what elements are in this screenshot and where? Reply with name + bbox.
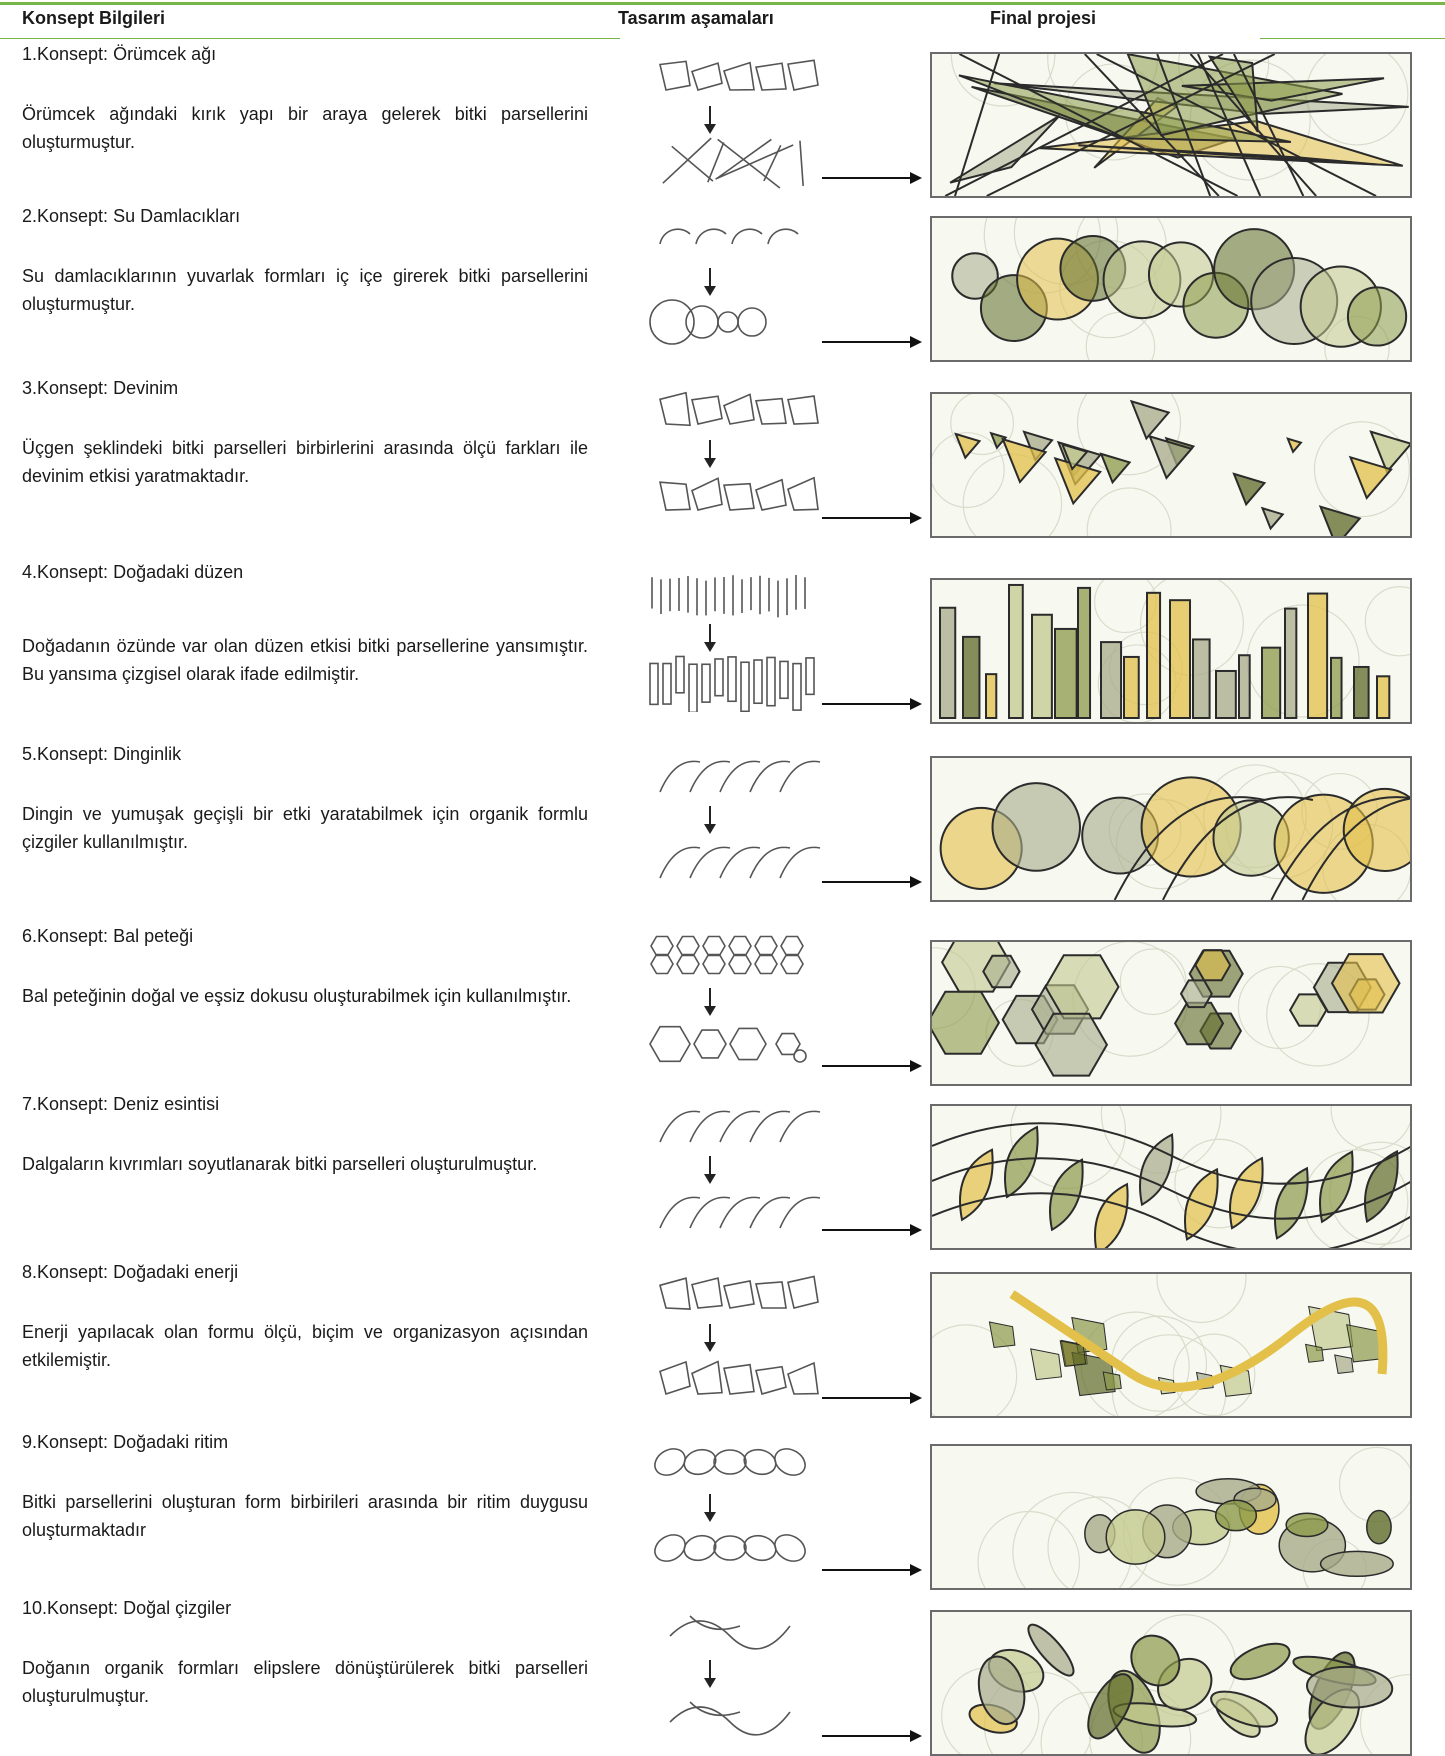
header-final-project: Final projesi	[990, 8, 1096, 29]
final-project-illustration	[932, 218, 1410, 360]
design-stage-sketch	[640, 378, 830, 528]
design-stage-sketch	[640, 744, 830, 894]
design-stage-sketch	[640, 1598, 830, 1748]
right-arrow-icon	[820, 1562, 924, 1578]
header-underline-right	[1260, 38, 1445, 39]
final-project-panel	[930, 392, 1412, 538]
final-project-panel	[930, 1444, 1412, 1590]
right-arrow-icon	[820, 510, 924, 526]
concept-title: 9.Konsept: Doğadaki ritim	[22, 1432, 228, 1453]
final-project-panel	[930, 578, 1412, 724]
concept-description: Bitki parsellerini oluşturan form birbir…	[22, 1488, 588, 1544]
concept-description: Üçgen şeklindeki bitki parselleri birbir…	[22, 434, 588, 490]
concept-title: 3.Konsept: Devinim	[22, 378, 178, 399]
design-stage-sketch	[640, 1432, 830, 1582]
final-project-illustration	[932, 1612, 1410, 1754]
concept-description: Su damlacıklarının yuvarlak formları iç …	[22, 262, 588, 318]
concept-title: 4.Konsept: Doğadaki düzen	[22, 562, 243, 583]
concept-description: Doğanın organik formları elipslere dönüş…	[22, 1654, 588, 1710]
final-project-panel	[930, 1272, 1412, 1418]
concept-title: 6.Konsept: Bal peteği	[22, 926, 193, 947]
final-project-illustration	[932, 394, 1410, 536]
design-stage-sketch	[640, 44, 830, 194]
final-project-illustration	[932, 1106, 1410, 1248]
right-arrow-icon	[820, 696, 924, 712]
right-arrow-icon	[820, 1222, 924, 1238]
concept-title: 10.Konsept: Doğal çizgiler	[22, 1598, 231, 1619]
right-arrow-icon	[820, 1728, 924, 1744]
concept-title: 7.Konsept: Deniz esintisi	[22, 1094, 219, 1115]
final-project-panel	[930, 1104, 1412, 1250]
right-arrow-icon	[820, 1390, 924, 1406]
final-project-panel	[930, 940, 1412, 1086]
concept-description: Bal peteğinin doğal ve eşsiz dokusu oluş…	[22, 982, 588, 1010]
header-underline	[0, 38, 620, 39]
design-stage-sketch	[640, 1094, 830, 1244]
concept-description: Doğadanın özünde var olan düzen etkisi b…	[22, 632, 588, 688]
concept-description: Örümcek ağındaki kırık yapı bir araya ge…	[22, 100, 588, 156]
header-design-stages: Tasarım aşamaları	[618, 8, 774, 29]
final-project-illustration	[932, 54, 1410, 196]
right-arrow-icon	[820, 334, 924, 350]
header-concept-info: Konsept Bilgileri	[22, 8, 165, 29]
final-project-panel	[930, 756, 1412, 902]
top-accent-line	[0, 2, 1445, 5]
concept-title: 1.Konsept: Örümcek ağı	[22, 44, 216, 65]
right-arrow-icon	[820, 170, 924, 186]
final-project-panel	[930, 216, 1412, 362]
right-arrow-icon	[820, 874, 924, 890]
design-stage-sketch	[640, 562, 830, 712]
final-project-illustration	[932, 580, 1410, 722]
final-project-panel	[930, 52, 1412, 198]
concept-description: Dingin ve yumuşak geçişli bir etki yarat…	[22, 800, 588, 856]
design-stage-sketch	[640, 926, 830, 1076]
final-project-panel	[930, 1610, 1412, 1756]
concept-title: 8.Konsept: Doğadaki enerji	[22, 1262, 238, 1283]
final-project-illustration	[932, 1446, 1410, 1588]
design-stage-sketch	[640, 1262, 830, 1412]
concept-title: 5.Konsept: Dinginlik	[22, 744, 181, 765]
final-project-illustration	[932, 1274, 1410, 1416]
concept-description: Enerji yapılacak olan formu ölçü, biçim …	[22, 1318, 588, 1374]
concept-title: 2.Konsept: Su Damlacıkları	[22, 206, 240, 227]
design-stage-sketch	[640, 206, 830, 356]
right-arrow-icon	[820, 1058, 924, 1074]
final-project-illustration	[932, 758, 1410, 900]
concept-description: Dalgaların kıvrımları soyutlanarak bitki…	[22, 1150, 588, 1178]
final-project-illustration	[932, 942, 1410, 1084]
